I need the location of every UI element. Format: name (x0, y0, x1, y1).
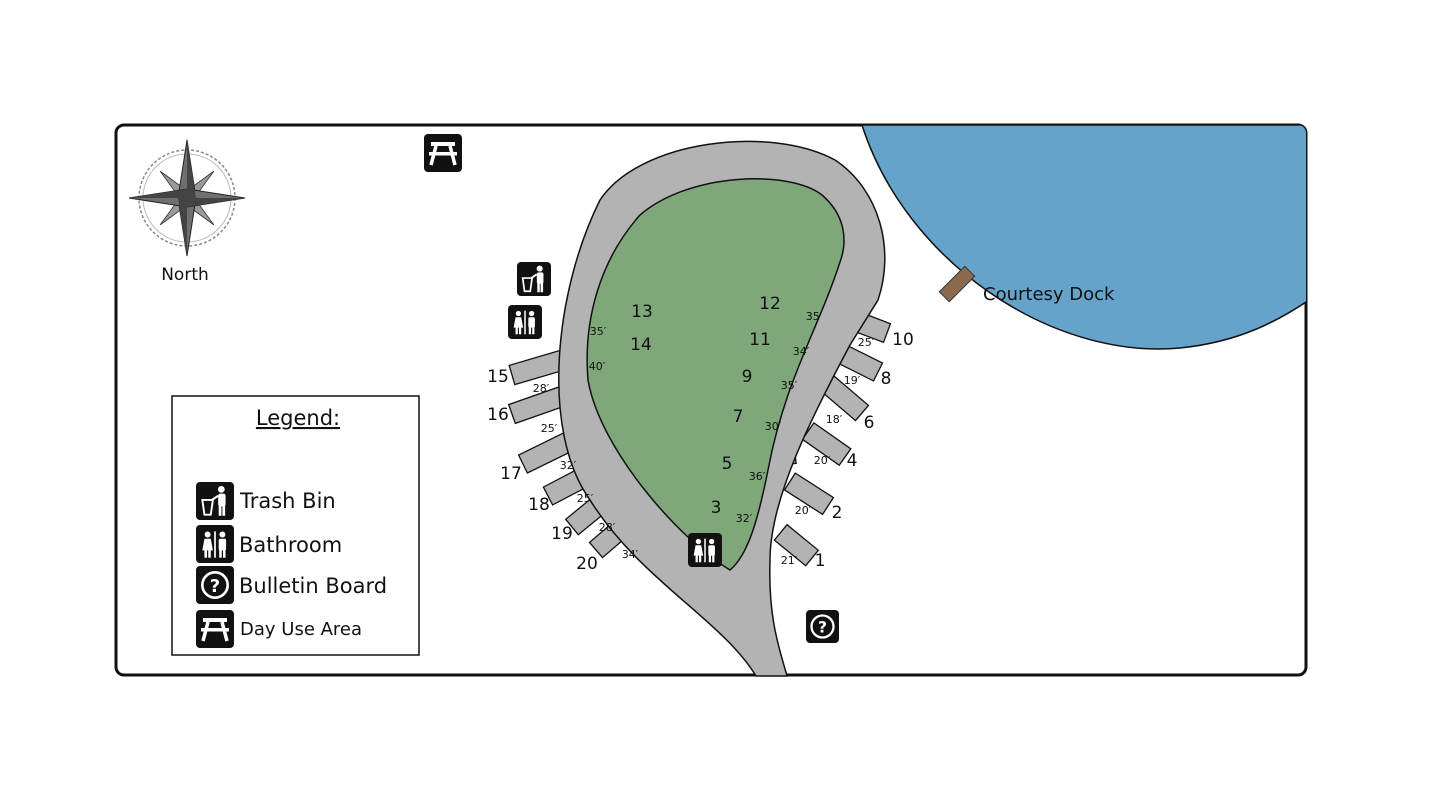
site-number-17: 17 (500, 464, 522, 484)
compass-north-label: North (161, 265, 209, 285)
bathroom-icon (196, 525, 234, 563)
bulletin-board-icon: ? (196, 566, 234, 604)
day-use-area-icon[interactable] (424, 134, 462, 172)
site-length-7: 30′ (765, 420, 782, 433)
site-length-8: 19′ (844, 374, 861, 387)
site-length-2: 20′ (795, 504, 812, 517)
bathroom-icon[interactable] (688, 533, 722, 567)
site-length-4: 20′ (814, 454, 831, 467)
compass-rose (128, 139, 246, 257)
campsite-pad-1[interactable] (773, 523, 820, 567)
site-number-10: 10 (892, 330, 914, 350)
legend-title: Legend: (256, 406, 340, 430)
site-number-1: 1 (815, 551, 826, 571)
svg-text:?: ? (210, 576, 220, 597)
legend: Legend: Trash Bin Bathroom ? Bulletin Bo… (171, 395, 420, 656)
site-number-4: 4 (847, 451, 858, 471)
site-length-20: 34′ (622, 548, 639, 561)
day-use-area-icon (196, 610, 234, 648)
campsite-pad-4[interactable] (801, 421, 852, 467)
site-length-6: 18′ (826, 413, 843, 426)
site-number-8: 8 (881, 369, 892, 389)
site-number-20: 20 (576, 554, 598, 574)
site-length-10: 25′ (858, 336, 875, 349)
courtesy-dock-label: Courtesy Dock (983, 284, 1115, 305)
grass-island (586, 178, 845, 571)
svg-text:?: ? (818, 618, 827, 636)
site-length-3: 32′ (736, 512, 753, 525)
site-number-15: 15 (487, 367, 509, 387)
site-length-11: 34′ (793, 345, 810, 358)
site-length-14: 40′ (589, 360, 606, 373)
site-number-19: 19 (551, 524, 573, 544)
site-number-2: 2 (832, 503, 843, 523)
site-number-11: 11 (749, 330, 771, 350)
legend-label-day-use-area: Day Use Area (240, 619, 362, 640)
site-length-16: 25′ (541, 422, 558, 435)
courtesy-dock[interactable] (938, 265, 976, 303)
bulletin-board-icon[interactable]: ? (806, 610, 839, 643)
trash-bin-icon[interactable] (517, 262, 551, 296)
legend-label-bathroom: Bathroom (239, 533, 342, 557)
site-number-6: 6 (864, 413, 875, 433)
site-length-1: 21′ (781, 554, 798, 567)
site-number-5: 5 (722, 454, 733, 474)
lake (860, 125, 1306, 350)
site-number-12: 12 (759, 294, 781, 314)
site-length-19: 28′ (599, 521, 616, 534)
site-labels: 1 21′ 2 20′ 3 32′ 4 20′ 5 36′ 6 18′ 7 30′ 8 19′ 9 35′ 10 25… (487, 294, 914, 574)
site-number-7: 7 (733, 407, 744, 427)
site-length-13: 35′ (590, 325, 607, 338)
trash-bin-icon (196, 482, 234, 520)
site-length-18: 25′ (577, 492, 594, 505)
site-length-15: 28′ (533, 382, 550, 395)
site-number-13: 13 (631, 302, 653, 322)
site-length-5: 36′ (749, 470, 766, 483)
bathroom-icon[interactable] (508, 305, 542, 339)
site-number-3: 3 (711, 498, 722, 518)
site-length-9: 35′ (781, 379, 798, 392)
site-number-18: 18 (528, 495, 550, 515)
site-number-9: 9 (742, 367, 753, 387)
site-length-12: 35′ (806, 310, 823, 323)
legend-label-trash-bin: Trash Bin (239, 489, 336, 513)
site-number-14: 14 (630, 335, 652, 355)
site-number-16: 16 (487, 405, 509, 425)
site-length-17: 32′ (560, 459, 577, 472)
legend-label-bulletin-board: Bulletin Board (239, 574, 387, 598)
campsite-pad-2[interactable] (783, 472, 835, 516)
